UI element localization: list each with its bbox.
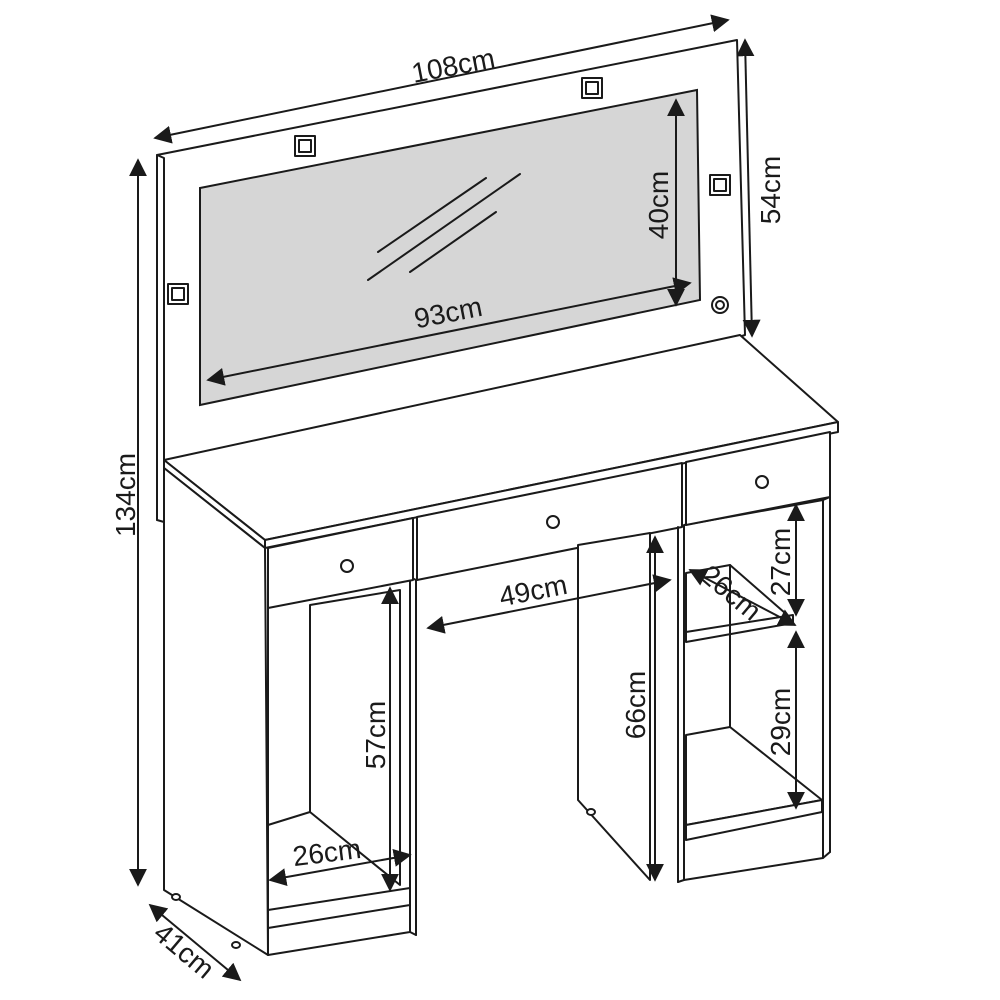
- drawer-knob: [340, 559, 354, 573]
- dim-line-54: [736, 38, 761, 338]
- dim-line-108: [153, 14, 730, 144]
- dim-line-26-left: [268, 848, 412, 887]
- label-108cm: 108cm: [409, 42, 497, 88]
- label-134cm: 134cm: [110, 453, 141, 537]
- dim-line-93: [206, 277, 692, 386]
- dim-line-26-right: [688, 569, 797, 626]
- label-49cm: 49cm: [497, 569, 570, 612]
- label-40cm: 40cm: [643, 171, 674, 239]
- label-54cm: 54cm: [755, 156, 786, 224]
- drawer-knob: [755, 475, 769, 489]
- right-drawer: [685, 431, 831, 526]
- label-29cm: 29cm: [765, 688, 796, 756]
- dim-line-49: [426, 574, 672, 634]
- left-drawer: [267, 517, 414, 609]
- touch-switch-icon: [711, 296, 729, 314]
- drawer-knob: [546, 515, 560, 529]
- label-41cm: 41cm: [148, 917, 220, 985]
- label-27cm: 27cm: [765, 528, 796, 596]
- label-57cm: 57cm: [360, 701, 391, 769]
- bulb-icon: [167, 283, 189, 305]
- label-66cm: 66cm: [620, 671, 651, 739]
- bulb-icon: [294, 135, 316, 157]
- bulb-icon: [581, 77, 603, 99]
- dim-line-41: [148, 903, 242, 982]
- bulb-icon: [709, 174, 731, 196]
- center-drawer: [416, 462, 683, 581]
